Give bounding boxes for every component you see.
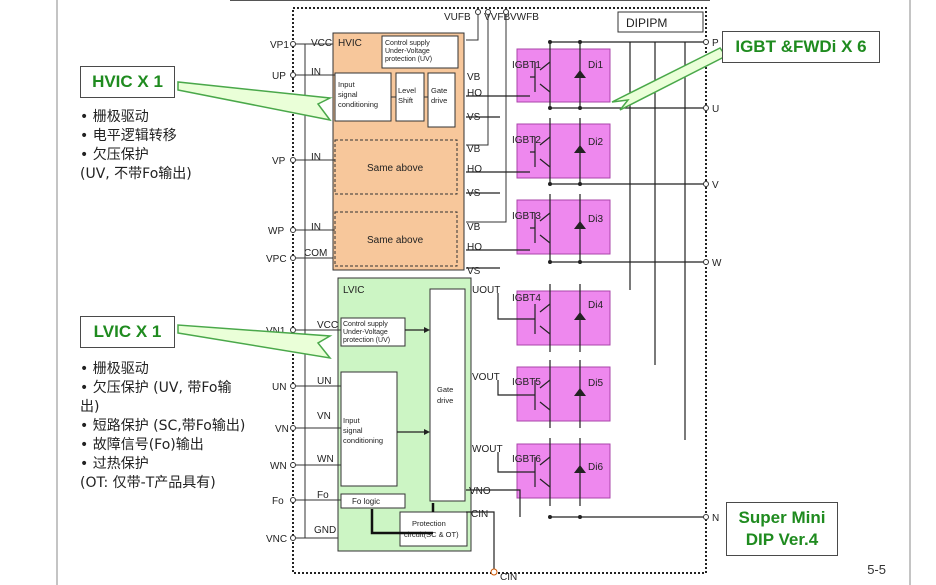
igbt3-label: IGBT3 (512, 211, 541, 222)
di2-label: Di2 (588, 137, 603, 148)
svg-text:IN: IN (311, 152, 321, 163)
pin-wp: WP (268, 226, 284, 237)
pin-w: W (712, 258, 722, 269)
svg-text:Gate: Gate (437, 385, 453, 394)
svg-text:VNO: VNO (469, 486, 491, 497)
svg-text:protection (UV): protection (UV) (343, 337, 390, 344)
pin-vufb: VUFB (444, 12, 471, 23)
callout-lvic: LVIC X 1 (80, 316, 175, 348)
pin-vvfb: VVFB (484, 12, 510, 23)
pin-p: P (712, 38, 719, 49)
pin-fo: Fo (272, 496, 284, 507)
hvic-same-above-v: Same above (367, 163, 424, 174)
svg-text:conditioning: conditioning (343, 436, 383, 445)
module-title: DIPIPM (626, 16, 667, 30)
di6-label: Di6 (588, 462, 603, 473)
svg-text:VOUT: VOUT (472, 372, 500, 383)
lvic-label: LVIC (343, 285, 365, 296)
svg-text:HO: HO (467, 88, 482, 99)
svg-text:UN: UN (317, 376, 331, 387)
svg-text:HO: HO (467, 242, 482, 253)
svg-text:Control supply: Control supply (343, 321, 388, 328)
pin-v: V (712, 180, 719, 191)
pin-n: N (712, 513, 719, 524)
svg-text:Under-Voltage: Under-Voltage (343, 329, 388, 336)
svg-text:IN: IN (311, 222, 321, 233)
svg-text:drive: drive (437, 396, 453, 405)
svg-text:VB: VB (467, 72, 481, 83)
callout-igbt: IGBT &FWDi X 6 (722, 31, 880, 63)
svg-text:GND: GND (314, 525, 336, 536)
callout-product: Super Mini DIP Ver.4 (726, 502, 838, 556)
hvic-same-above-w: Same above (367, 235, 424, 246)
svg-text:conditioning: conditioning (338, 100, 378, 109)
svg-text:drive: drive (431, 96, 447, 105)
svg-text:circuit(SC & OT): circuit(SC & OT) (404, 530, 459, 539)
hvic-feature-list: • 栅极驱动 • 电平逻辑转移 • 欠压保护 (UV, 不带Fo输出) (80, 109, 192, 182)
igbt2-label: IGBT2 (512, 135, 541, 146)
svg-text:IN: IN (311, 67, 321, 78)
svg-text:Gate: Gate (431, 86, 447, 95)
pin-vn: VN (275, 424, 289, 435)
svg-text:signal: signal (343, 426, 363, 435)
di4-label: Di4 (588, 300, 603, 311)
svg-text:Input: Input (338, 80, 356, 89)
pin-cin: CIN (500, 572, 517, 583)
svg-text:WOUT: WOUT (472, 444, 503, 455)
svg-text:WN: WN (317, 454, 334, 465)
pin-vp1: VP1 (270, 40, 289, 51)
hvic-uv-line1: Control supply (385, 40, 430, 47)
svg-text:HO: HO (467, 164, 482, 175)
svg-text:Fo logic: Fo logic (352, 497, 380, 506)
igbt4-label: IGBT4 (512, 293, 541, 304)
svg-text:Input: Input (343, 416, 361, 425)
svg-text:VN: VN (317, 411, 331, 422)
di5-label: Di5 (588, 378, 603, 389)
pin-vp: VP (272, 156, 286, 167)
pin-vpc: VPC (266, 254, 287, 265)
pin-up: UP (272, 71, 286, 82)
pin-un: UN (272, 382, 286, 393)
svg-text:VB: VB (467, 144, 481, 155)
module-outline (292, 7, 707, 574)
igbt6-label: IGBT6 (512, 454, 541, 465)
hvic-uv-line2: Under-Voltage (385, 48, 430, 55)
svg-text:signal: signal (338, 90, 358, 99)
svg-text:CIN: CIN (471, 509, 488, 520)
svg-text:Protection: Protection (412, 519, 446, 528)
svg-text:Fo: Fo (317, 490, 329, 501)
igbt1-label: IGBT1 (512, 60, 541, 71)
svg-text:UOUT: UOUT (472, 285, 500, 296)
svg-text:Shift: Shift (398, 96, 414, 105)
svg-text:VS: VS (467, 266, 481, 277)
svg-text:VB: VB (467, 222, 481, 233)
di3-label: Di3 (588, 214, 603, 225)
igbt5-label: IGBT5 (512, 377, 541, 388)
svg-text:COM: COM (304, 248, 327, 259)
hvic-uv-line3: protection (UV) (385, 56, 432, 63)
pin-wn: WN (270, 461, 287, 472)
di1-label: Di1 (588, 60, 603, 71)
hvic-label: HVIC (338, 38, 362, 49)
lvic-feature-list: • 栅极驱动 • 欠压保护 (UV, 带Fo输 出) • 短路保护 (SC,带F… (80, 361, 246, 491)
pin-u: U (712, 104, 719, 115)
callout-hvic: HVIC X 1 (80, 66, 175, 98)
pin-vwfb: VWFB (510, 12, 539, 23)
svg-text:Level: Level (398, 86, 416, 95)
pin-vnc: VNC (266, 534, 287, 545)
page-number: 5-5 (867, 562, 886, 577)
svg-text:VCC: VCC (317, 320, 338, 331)
